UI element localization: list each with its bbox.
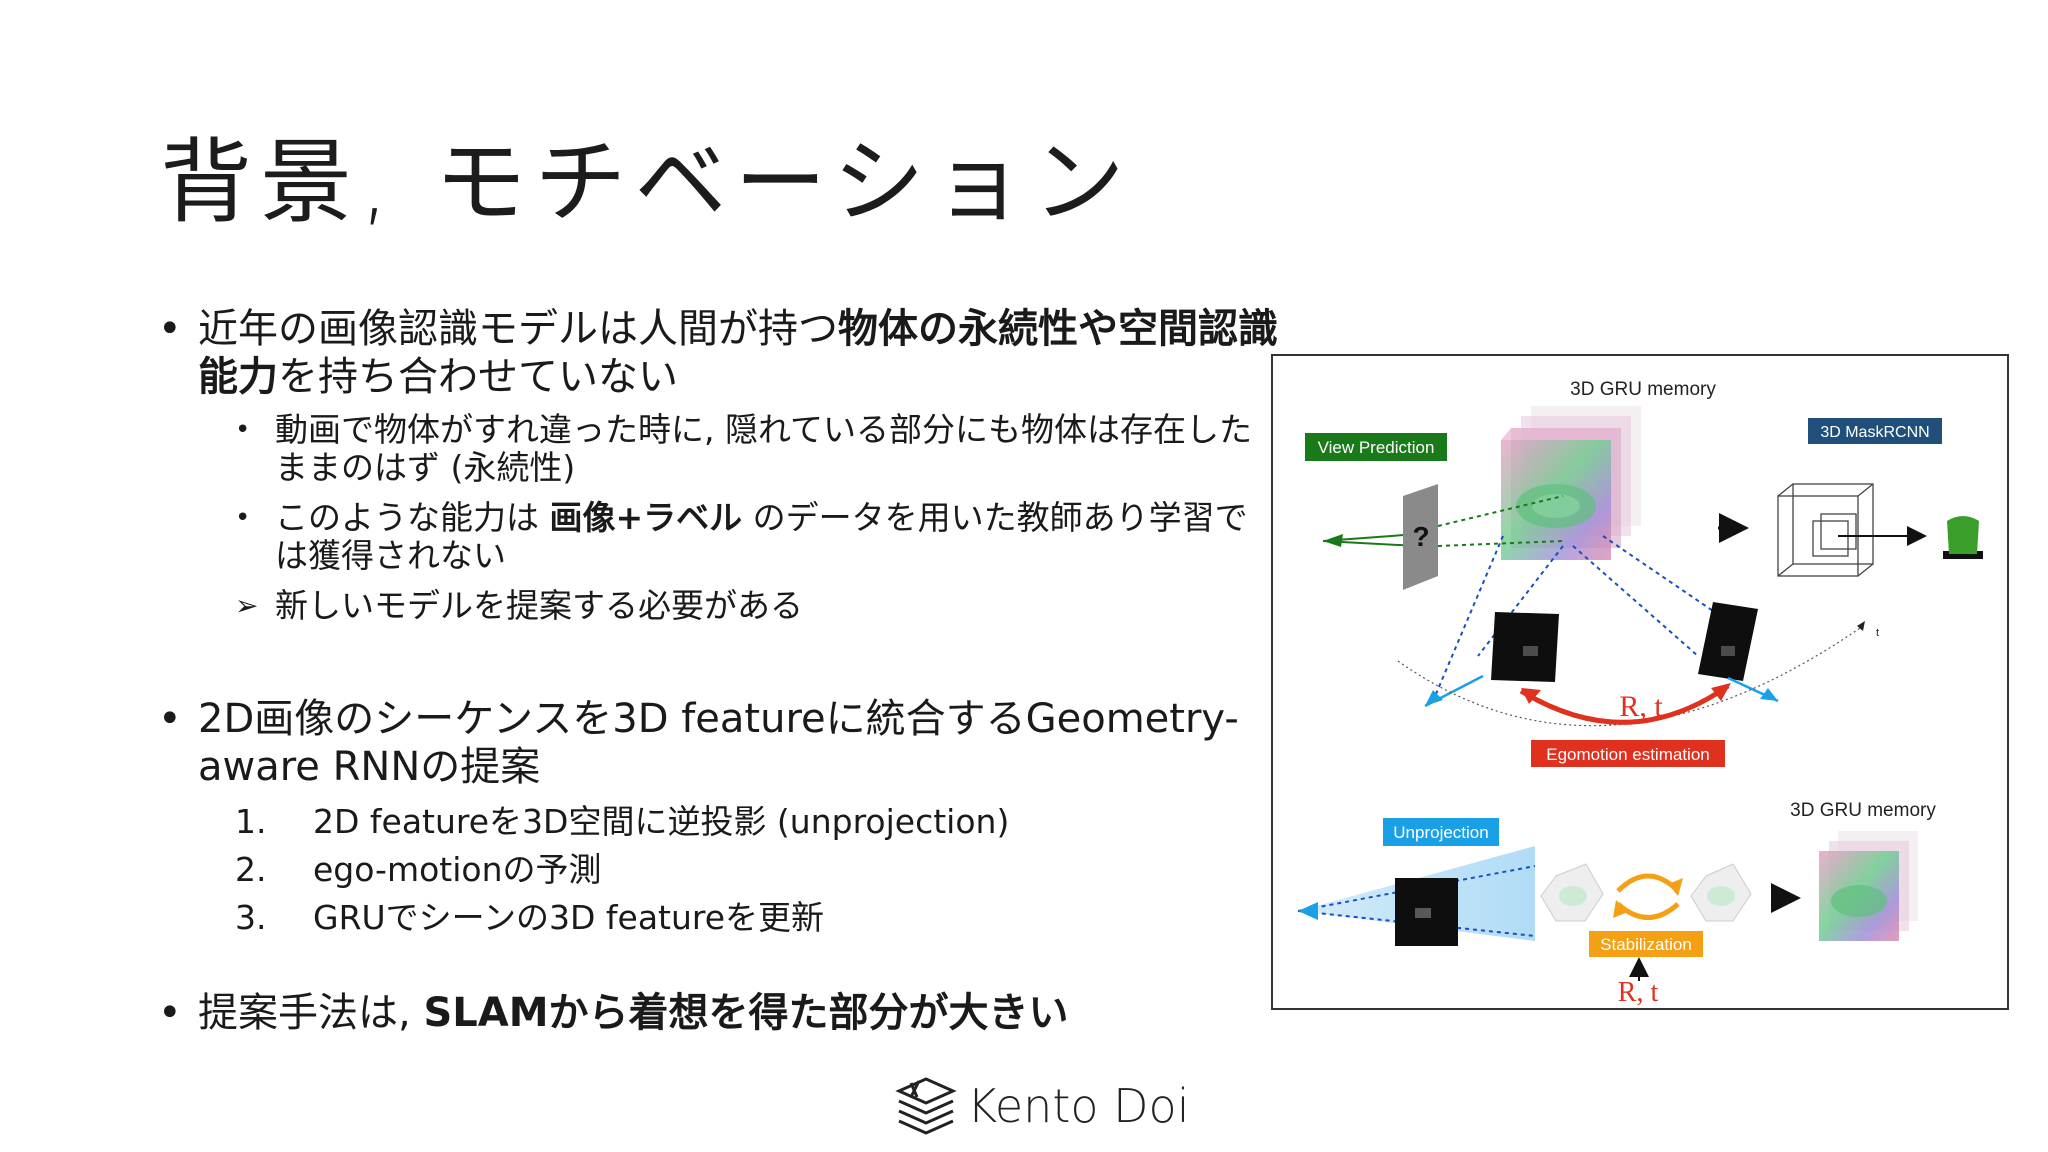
bullet-1-text: 近年の画像認識モデルは人間が持つ: [198, 306, 838, 352]
memory-top-label: 3D GRU memory: [1570, 379, 1716, 400]
numbered-item-1: 1. 2D featureを3D空間に逆投影 (unprojection): [150, 803, 1280, 841]
bullet-dot: •: [158, 990, 182, 1036]
view-arrow-head: [1323, 534, 1343, 547]
numbered-item-2-text: ego-motionの予測: [313, 850, 602, 889]
blue-ray-1: [1477, 545, 1564, 657]
author-logo: Kento Doi: [895, 1075, 1189, 1137]
bullet-1: • 近年の画像認識モデルは人間が持つ物体の永続性や空間認識能力を持ち合わせていな…: [150, 305, 1280, 401]
blue-ray-4: [1432, 535, 1504, 702]
bullet-list: • 近年の画像認識モデルは人間が持つ物体の永続性や空間認識能力を持ち合わせていな…: [150, 305, 1280, 1037]
view-prediction-badge: [1305, 433, 1447, 461]
architecture-figure: 3D GRU memory View Prediction 3D MaskRCN…: [1271, 354, 2009, 1010]
sub-bullet-1-2-emphasis: 画像+ラベル: [549, 498, 743, 537]
bullet-2: • 2D画像のシーケンスを3D featureに統合するGeometry-awa…: [150, 695, 1280, 791]
figure-svg: 3D GRU memory View Prediction 3D MaskRCN…: [1297, 379, 1983, 1008]
view-prediction-label: View Prediction: [1318, 438, 1435, 457]
maskrcnn-label: 3D MaskRCNN: [1820, 424, 1929, 441]
bullet-dot: •: [235, 503, 251, 533]
blue-ray-3: [1602, 535, 1714, 612]
slide-title: 背景, モチベーション: [160, 129, 1133, 236]
sub-bullet-1-1-text: 動画で物体がすれ違った時に, 隠れている部分にも物体は存在したままのはず (永続…: [275, 410, 1252, 487]
unprojection-badge: [1383, 818, 1499, 846]
bullet-3-text: 提案手法は,: [198, 990, 424, 1036]
arrow-bullet-text: 新しいモデルを提案する必要がある: [275, 586, 803, 625]
query-view-plane: [1403, 484, 1438, 590]
bullet-2-text: 2D画像のシーケンスを3D featureに統合するGeometry-aware…: [198, 696, 1239, 790]
t-label: t: [1876, 627, 1879, 639]
bullet-dot: •: [158, 696, 182, 742]
maskrcnn-wireframe: [1777, 483, 1874, 577]
sub-bullet-1-2-text: このような能力は: [275, 498, 550, 537]
arrow-bullet: ➢ 新しいモデルを提案する必要がある: [150, 587, 1280, 625]
bullet-dot: •: [158, 306, 182, 352]
bullet-1-text-end: を持ち合わせていない: [278, 354, 678, 400]
rt-bottom-label: R, t: [1618, 977, 1659, 1008]
stabilization-label: Stabilization: [1600, 935, 1692, 954]
numbered-item-2: 2. ego-motionの予測: [150, 851, 1280, 889]
sub-bullet-1-1: • 動画で物体がすれ違った時に, 隠れている部分にも物体は存在したままのはず (…: [150, 411, 1280, 487]
rt-top-label: R, t: [1619, 690, 1663, 723]
blue-ray-2: [1572, 545, 1699, 657]
item-number: 2.: [235, 850, 267, 889]
bullet-3-emphasis: SLAMから着想を得た部分が大きい: [423, 990, 1069, 1036]
view-arrow-2: [1322, 540, 1419, 547]
stabilization-arrow-top: [1616, 873, 1680, 893]
gru-memory-cube-bottom: [1819, 831, 1918, 941]
cube-logo-icon: [895, 1077, 957, 1135]
camera-view-right: [1698, 602, 1758, 681]
bullet-dot: •: [235, 415, 251, 445]
arrow-icon: ➢: [235, 589, 259, 622]
unprojection-label: Unprojection: [1393, 823, 1488, 842]
egomotion-arc: [1519, 683, 1730, 725]
numbered-item-3: 3. GRUでシーンの3D featureを更新: [150, 899, 1280, 937]
egomotion-badge: [1531, 740, 1725, 767]
item-number: 3.: [235, 898, 267, 937]
stabilization-badge: [1589, 931, 1703, 957]
green-ray-2: [1437, 540, 1564, 547]
numbered-item-1-text: 2D featureを3D空間に逆投影 (unprojection): [313, 802, 1010, 841]
author-name: Kento Doi: [967, 1079, 1190, 1133]
bullet-1-emphasis: 物体の永続性や空間認識能力: [198, 306, 1278, 400]
question-mark: ?: [1412, 521, 1429, 552]
memory-bottom-label: 3D GRU memory: [1790, 800, 1936, 821]
gru-memory-cube-top: [1501, 406, 1641, 560]
sub-bullet-1-2-text-end: のデータを用いた教師あり学習では獲得されない: [275, 498, 1248, 575]
bullet-3: • 提案手法は, SLAMから着想を得た部分が大きい: [150, 989, 1280, 1037]
stabilization-arrow-bottom: [1616, 902, 1680, 920]
green-ray-1: [1437, 495, 1564, 527]
numbered-item-3-text: GRUでシーンの3D featureを更新: [313, 898, 825, 937]
sub-bullet-1-2: • このような能力は 画像+ラベル のデータを用いた教師あり学習では獲得されない: [150, 499, 1280, 575]
egomotion-label: Egomotion estimation: [1546, 745, 1709, 764]
maskrcnn-badge: [1808, 418, 1942, 444]
segmented-object-icon: [1943, 516, 1983, 559]
item-number: 1.: [235, 802, 267, 841]
